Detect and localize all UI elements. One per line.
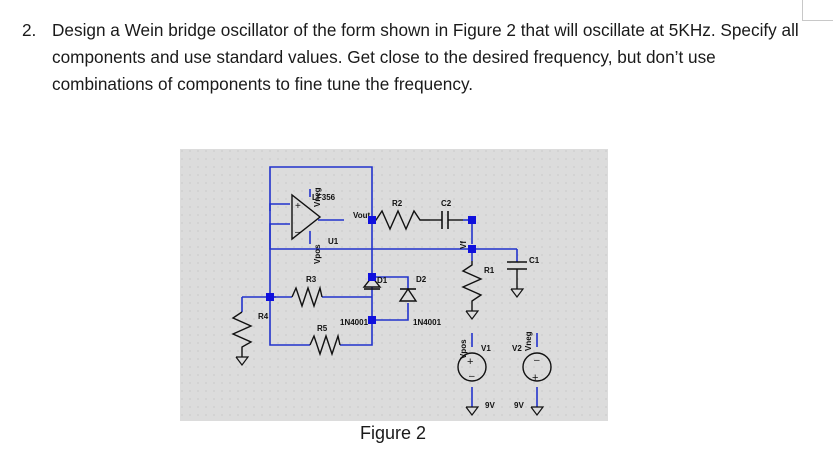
- c1-label: C1: [529, 256, 540, 265]
- feedback-wire-top: [269, 166, 373, 220]
- v1-ground-symbol: [465, 406, 480, 416]
- resistor-r4: R4: [231, 311, 269, 366]
- diode-d1: D1 1N4001: [340, 275, 388, 327]
- v1-minus-sign: –: [469, 371, 475, 382]
- vneg-net-label: Vneg: [524, 331, 533, 351]
- d1-label: D1: [377, 276, 388, 285]
- v2-ground-symbol: [530, 406, 545, 416]
- resistor-r3: R3: [291, 275, 323, 309]
- figure-caption: Figure 2: [360, 423, 427, 443]
- r1-label: R1: [484, 266, 495, 275]
- diode-top-wire: [372, 276, 409, 289]
- circuit-schematic: + – LF356 U1 Vout Vneg Vpos R2 C2 Vf R1: [180, 149, 608, 421]
- opamp-minus-sign: –: [295, 227, 301, 238]
- v1-label: V1: [481, 344, 491, 353]
- vf-label: Vf: [459, 241, 468, 249]
- r5-label: R5: [317, 324, 328, 333]
- vout-label: Vout: [353, 211, 371, 220]
- junction-diode-bottom: [368, 316, 376, 324]
- junctions: [266, 216, 476, 324]
- question-number: 2.: [22, 20, 37, 40]
- vpos-net-label: Vpos: [459, 339, 468, 359]
- diode-bottom-wire: [371, 297, 409, 321]
- v1-plus-sign: +: [467, 356, 473, 368]
- r5-wire: [269, 297, 310, 346]
- resistor-r5: R5: [309, 324, 341, 357]
- junction-vf: [468, 245, 476, 253]
- vpos-pin-label: Vpos: [313, 244, 322, 264]
- junction-r4: [266, 293, 274, 301]
- opamp-plus-sign: +: [295, 201, 301, 212]
- page-corner-mark: [802, 0, 833, 21]
- opamp-model-label: LF356: [312, 193, 336, 202]
- v2-plus-sign: +: [532, 372, 538, 384]
- opamp-ref-label: U1: [328, 237, 339, 246]
- capacitor-c2: C2: [430, 199, 463, 229]
- r2-label: R2: [392, 199, 403, 208]
- r1-ground-symbol: [465, 310, 480, 320]
- r4-label: R4: [258, 312, 269, 321]
- r5-right-wire: [340, 320, 373, 346]
- junction-vout: [368, 216, 376, 224]
- schematic-grid: [180, 149, 608, 421]
- opamp-u1: + – LF356 U1 Vout Vneg Vpos: [291, 187, 371, 264]
- v2-value-label: 9V: [514, 401, 524, 410]
- opamp-triangle: [291, 193, 322, 241]
- junction-c2: [468, 216, 476, 224]
- vneg-pin-label: Vneg: [313, 187, 322, 207]
- d2-label: D2: [416, 275, 427, 284]
- v1-value-label: 9V: [485, 401, 495, 410]
- voltage-source-v2: Vneg – + V2 9V: [512, 331, 552, 416]
- capacitor-c1: C1: [507, 256, 540, 298]
- d2-model-label: 1N4001: [413, 318, 442, 327]
- d1-model-label: 1N4001: [340, 318, 369, 327]
- r3-label: R3: [306, 275, 317, 284]
- r4-ground-symbol: [235, 356, 250, 366]
- resistor-r1: R1: [461, 261, 495, 320]
- voltage-source-v1: Vpos + – V1 9V: [457, 339, 495, 416]
- circuit-figure: + – LF356 U1 Vout Vneg Vpos R2 C2 Vf R1: [180, 149, 608, 421]
- junction-d1-top: [368, 273, 376, 281]
- resistor-r2: R2: [372, 199, 430, 231]
- question-text: Design a Wein bridge oscillator of the f…: [52, 20, 799, 94]
- c2-label: C2: [441, 199, 452, 208]
- diode-d2: D2 1N4001: [398, 275, 442, 327]
- v2-label: V2: [512, 344, 522, 353]
- v2-minus-sign: –: [534, 355, 540, 366]
- c1-ground-symbol: [510, 288, 525, 298]
